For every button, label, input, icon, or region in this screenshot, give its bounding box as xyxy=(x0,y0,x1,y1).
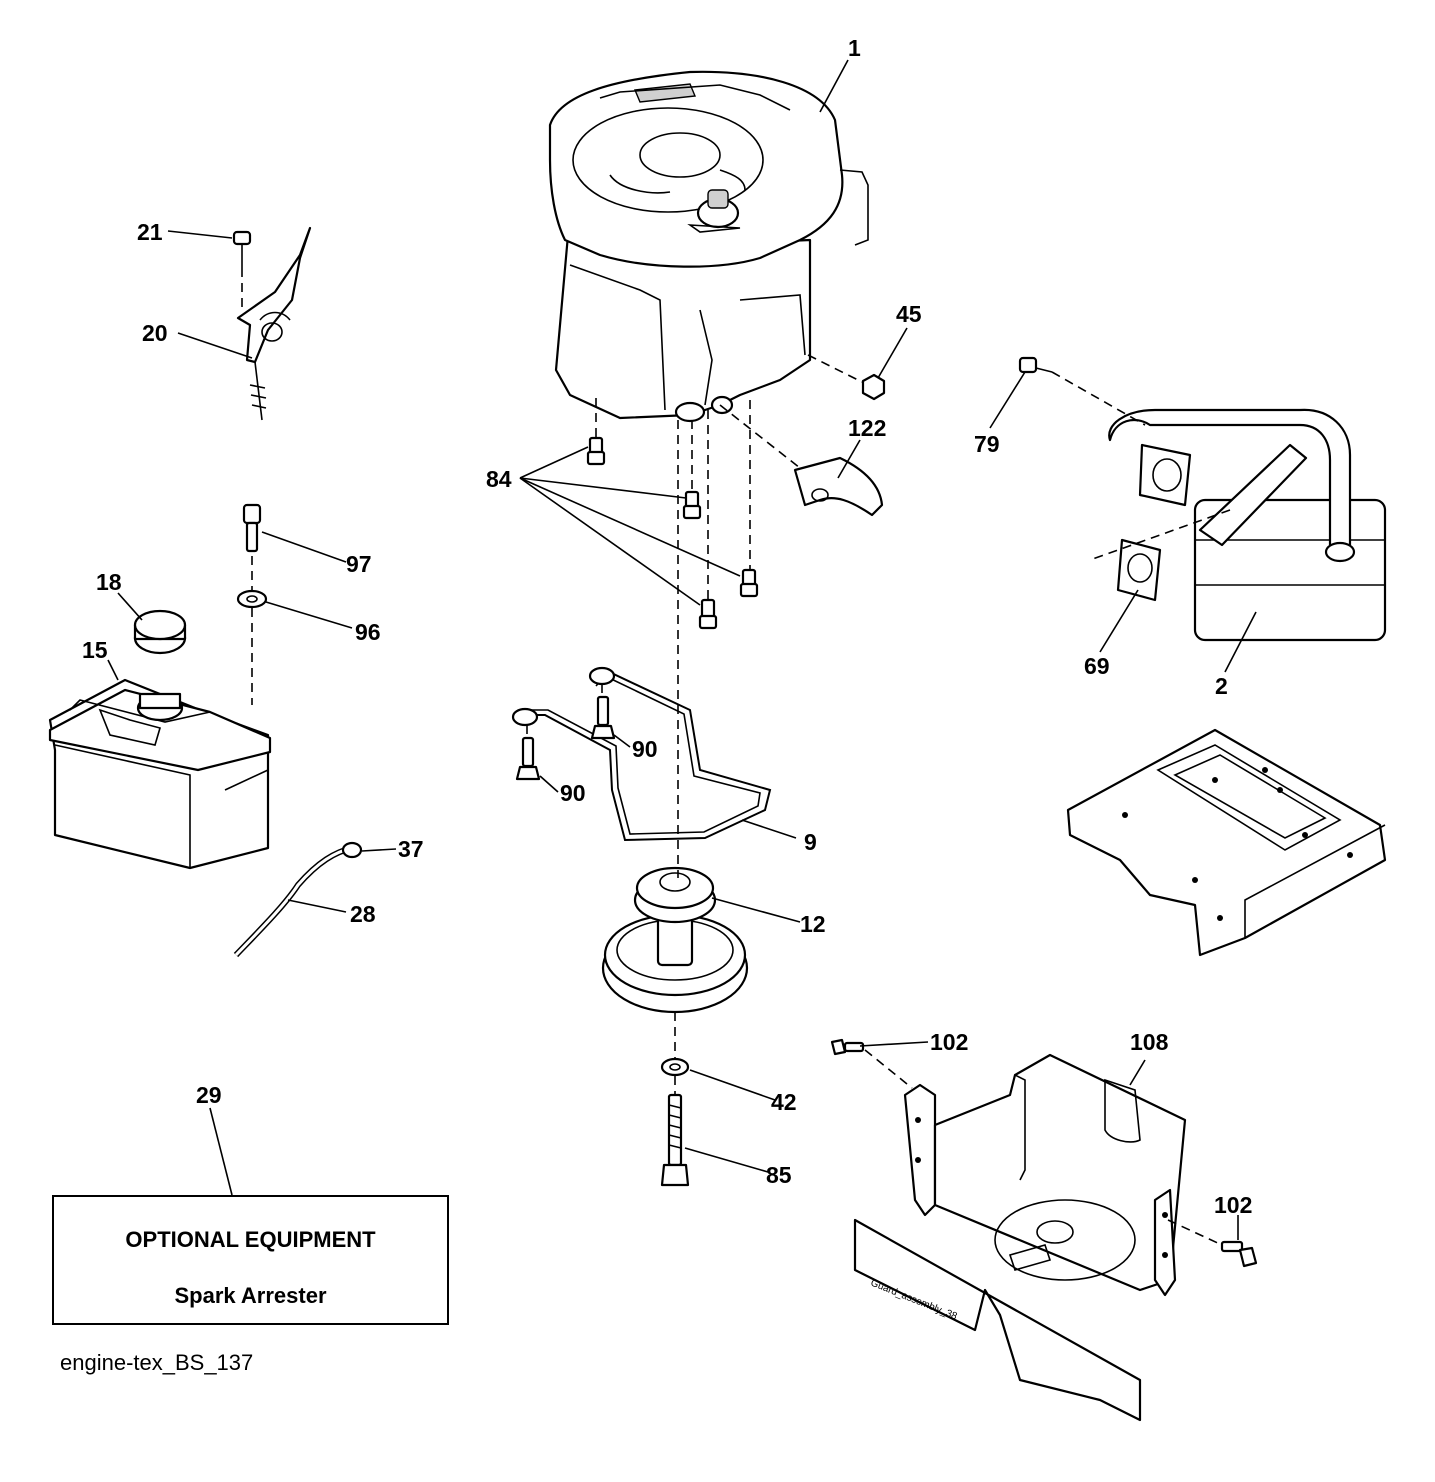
exhaust-gaskets xyxy=(1116,443,1192,602)
optional-equipment-heading: OPTIONAL EQUIPMENT xyxy=(125,1227,376,1252)
heat-shield xyxy=(793,456,884,517)
guard-bolt-left xyxy=(830,1038,865,1056)
callout-12: 12 xyxy=(800,911,826,937)
callout-122: 122 xyxy=(848,415,886,441)
callout-90a: 90 xyxy=(632,736,658,762)
diagram-caption: engine-tex_BS_137 xyxy=(60,1350,254,1375)
callout-69: 69 xyxy=(1084,653,1110,679)
pulley-bolt xyxy=(660,1093,690,1187)
bracket-bolts xyxy=(515,695,616,781)
tank-washer xyxy=(236,589,268,609)
throttle-control xyxy=(232,226,312,421)
callout-18: 18 xyxy=(96,569,122,595)
callout-37: 37 xyxy=(398,836,424,862)
exhaust-bolt xyxy=(1018,356,1053,374)
callout-2: 2 xyxy=(1215,673,1228,699)
callout-102a: 102 xyxy=(930,1029,968,1055)
callout-96: 96 xyxy=(355,619,381,645)
callout-9: 9 xyxy=(804,829,817,855)
callout-79: 79 xyxy=(974,431,1000,457)
callout-20: 20 xyxy=(142,320,168,346)
engine-mount-bolts xyxy=(586,436,759,630)
tank-bolt xyxy=(242,503,262,553)
callout-108: 108 xyxy=(1130,1029,1169,1055)
optional-equipment-box: OPTIONAL EQUIPMENT Spark Arrester xyxy=(52,1195,449,1325)
callout-15: 15 xyxy=(82,637,108,663)
callout-45: 45 xyxy=(896,301,922,327)
fuel-tank xyxy=(48,678,272,870)
engine xyxy=(548,70,869,423)
guard-bolt-right xyxy=(1220,1240,1258,1268)
pulley-washer xyxy=(660,1057,690,1077)
callout-42: 42 xyxy=(771,1089,797,1115)
fuel-line xyxy=(233,845,353,958)
callout-1: 1 xyxy=(848,35,861,61)
nut xyxy=(861,373,886,401)
callout-97: 97 xyxy=(346,551,372,577)
muffler xyxy=(1108,408,1387,642)
callout-102b: 102 xyxy=(1214,1192,1252,1218)
engine-pulley xyxy=(601,866,749,1014)
callout-28: 28 xyxy=(350,901,376,927)
callout-labels: 1 2 9 12 15 18 20 21 28 29 37 42 45 69 7… xyxy=(82,35,1252,1218)
wire-bracket xyxy=(511,666,772,842)
fuel-cap xyxy=(133,609,187,655)
hose-clamp xyxy=(341,841,363,859)
callout-21: 21 xyxy=(137,219,163,245)
engine-plate xyxy=(1066,728,1387,957)
callout-90b: 90 xyxy=(560,780,586,806)
optional-equipment-item: Spark Arrester xyxy=(174,1283,327,1308)
callout-29: 29 xyxy=(196,1082,222,1108)
callout-84: 84 xyxy=(486,466,512,492)
belt-guard xyxy=(853,1053,1187,1422)
callout-85: 85 xyxy=(766,1162,792,1188)
leader-lines xyxy=(107,59,1257,1240)
